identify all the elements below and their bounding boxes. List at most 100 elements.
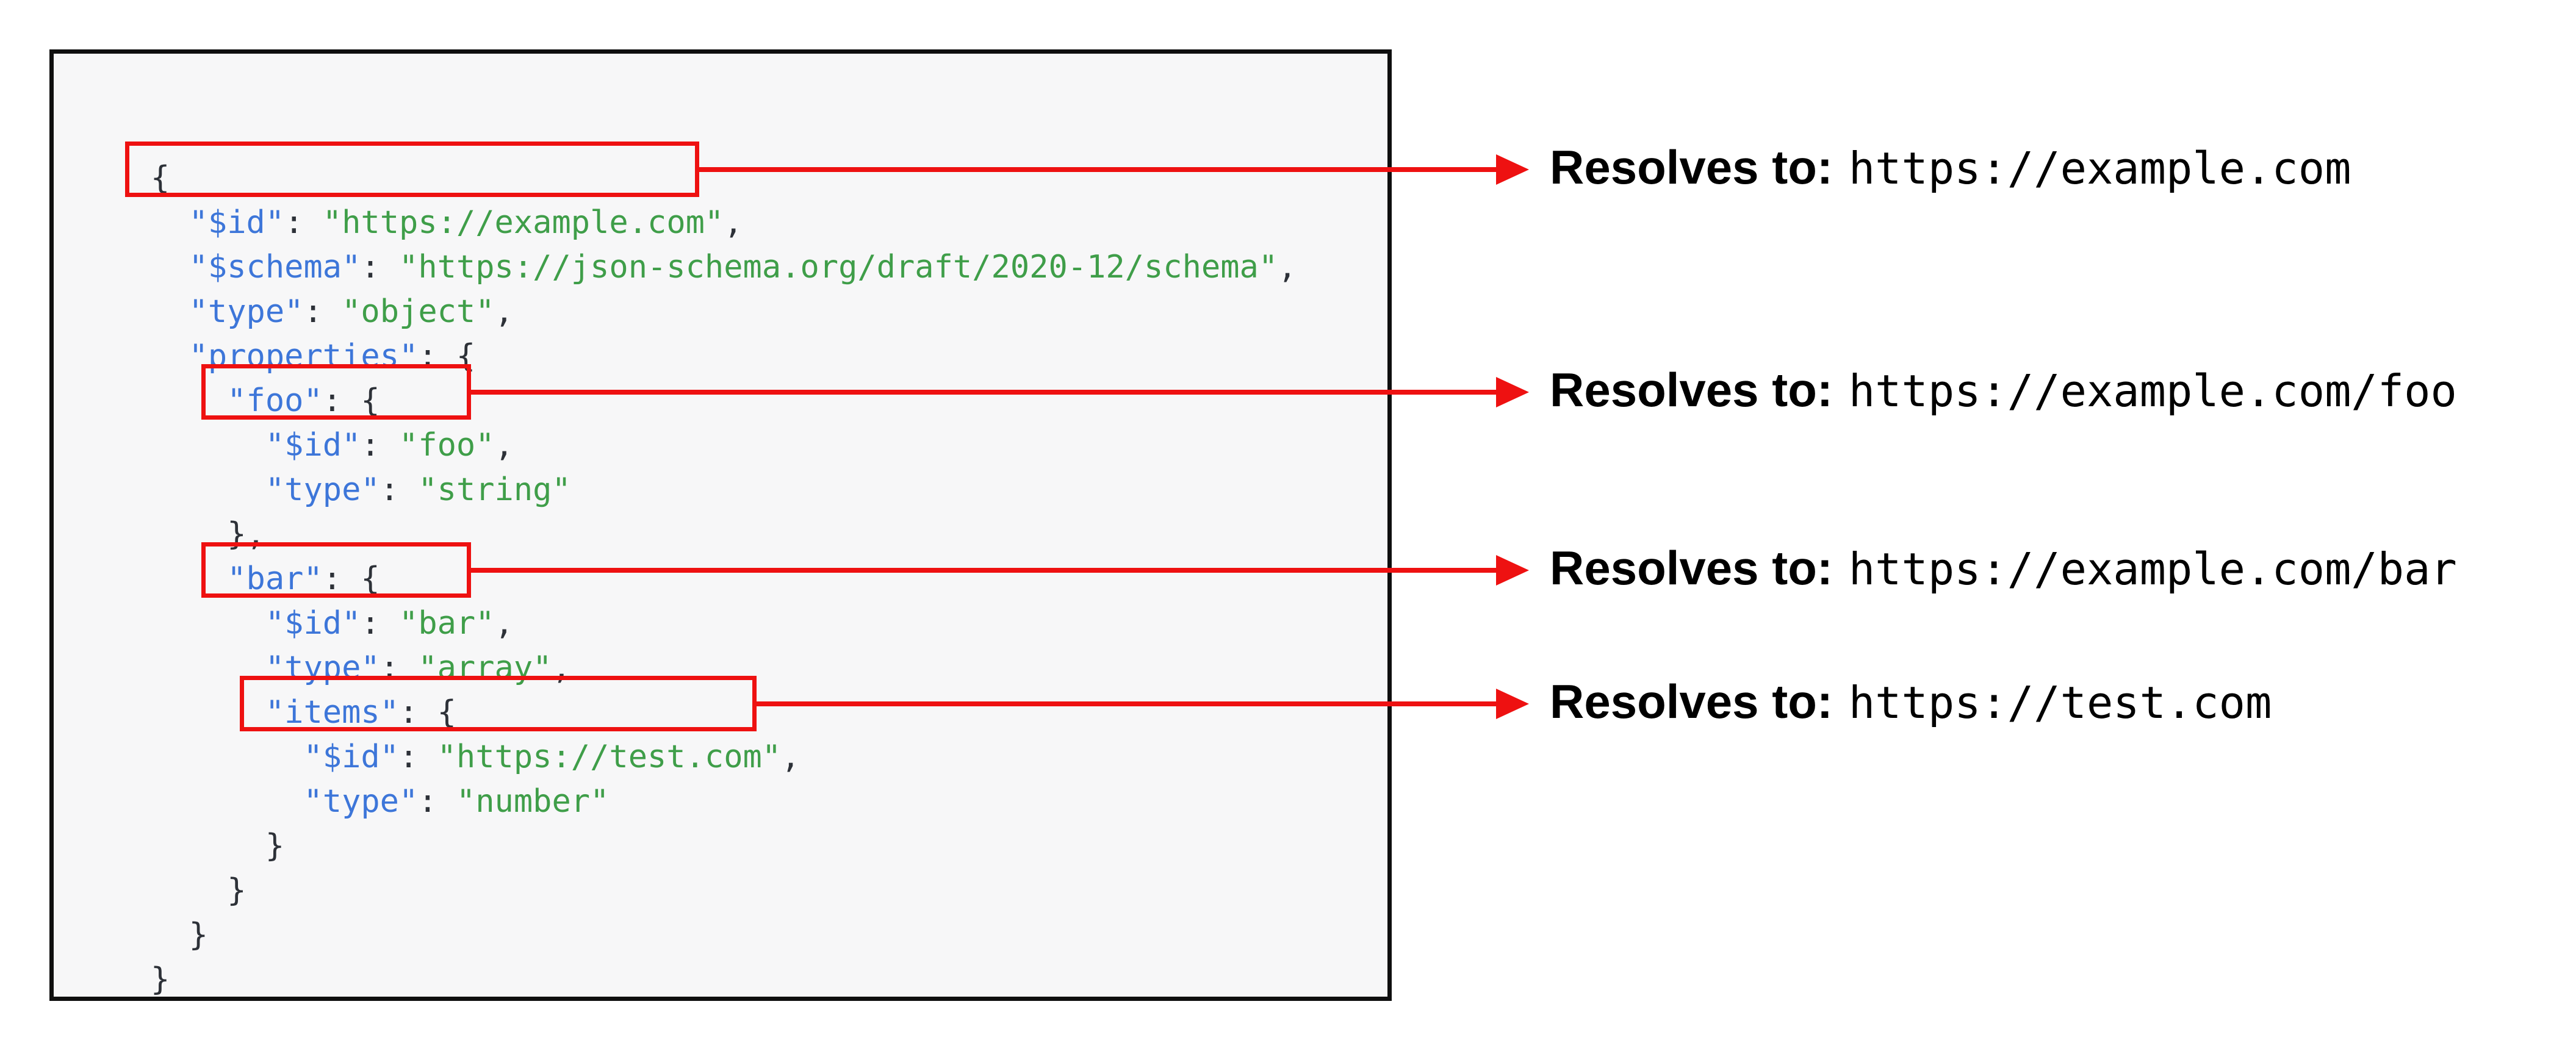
code-token: "foo" [227,382,323,419]
code-token: : [418,783,456,820]
arrow-connector [755,701,1497,706]
code-token: , [494,293,514,330]
code-token: "array" [418,650,552,686]
code-token: , [552,650,571,686]
code-token: , [1278,249,1297,285]
code-token: "https://json-schema.org/draft/2020-12/s… [399,249,1278,285]
code-token: : [361,249,400,285]
resolves-annotation: Resolves to: https://test.com [1550,673,2272,729]
resolves-annotation: Resolves to: https://example.com/bar [1550,540,2457,595]
code-token: : [399,739,437,775]
id-highlight-box [239,676,757,731]
arrow-head-icon [1496,688,1529,719]
code-panel: { "$id": "https://example.com", "$schema… [49,49,1392,1001]
code-token: "type" [303,783,419,820]
code-token: : { [418,338,476,375]
code-token: : { [399,694,456,731]
code-line: { [151,156,1297,201]
resolves-url: https://example.com [1848,142,2351,194]
arrow-head-icon [1496,554,1529,586]
code-token: }, [151,516,265,553]
code-token: : [380,471,419,508]
code-token [151,783,303,820]
resolves-url: https://test.com [1848,676,2272,728]
code-token: : [361,427,400,464]
code-line: "type": "string" [151,468,1297,512]
code-token [151,338,189,375]
code-token: , [494,605,514,642]
code-token: : { [322,382,380,419]
code-token: "items" [265,694,399,731]
code-token: "$id" [303,739,399,775]
code-token: "string" [418,471,571,508]
code-line: } [151,824,1297,869]
code-token: : { [322,561,380,597]
code-line: "foo": { [151,379,1297,423]
code-token [151,427,265,464]
resolves-annotation: Resolves to: https://example.com [1550,139,2351,195]
resolves-url: https://example.com/bar [1848,543,2457,595]
resolves-label: Resolves to: [1550,362,1833,417]
code-token: "number" [456,783,610,820]
code-token: "properties" [189,338,419,375]
code-token: "bar" [227,561,323,597]
code-token: , [494,427,514,464]
code-token: "https://test.com" [437,739,782,775]
code-token: "foo" [399,427,495,464]
arrow-connector [469,389,1497,395]
arrow-connector [698,167,1497,172]
code-line: "type": "array", [151,646,1297,690]
code-token: "$id" [189,204,285,241]
code-line: "type": "object", [151,290,1297,334]
resolves-label: Resolves to: [1550,674,1833,728]
code-token: } [151,961,170,998]
resolves-label: Resolves to: [1550,140,1833,194]
code-line: "properties": { [151,334,1297,379]
code-token [151,249,189,285]
code-token: "type" [189,293,304,330]
code-token [151,204,189,241]
code-token: "$id" [265,605,361,642]
code-token [151,739,303,775]
code-line: } [151,958,1297,1002]
id-highlight-box [201,364,471,420]
code-token: "$id" [265,427,361,464]
code-token: "bar" [399,605,495,642]
code-token: , [724,204,743,241]
code-token: "https://example.com" [322,204,724,241]
code-token [151,293,189,330]
code-token: : [380,650,419,686]
code-token: "object" [342,293,495,330]
code-token: } [151,917,208,953]
resolves-url: https://example.com/foo [1848,365,2457,417]
code-token: "type" [265,471,380,508]
code-line: "type": "number" [151,780,1297,824]
code-line: }, [151,512,1297,557]
code-token: { [151,160,170,196]
arrow-connector [469,567,1497,573]
arrow-head-icon [1496,376,1529,407]
code-line: "bar": { [151,557,1297,601]
code-token: "type" [265,650,380,686]
code-token: : [361,605,400,642]
code-line: "$id": "https://test.com", [151,735,1297,780]
code-token: : [284,204,323,241]
code-line: "$id": "https://example.com", [151,201,1297,245]
code-line: "$id": "foo", [151,423,1297,468]
resolves-label: Resolves to: [1550,540,1833,595]
code-token [151,605,265,642]
code-line: } [151,869,1297,913]
id-highlight-box [125,142,700,197]
arrow-head-icon [1496,154,1529,185]
code-line: } [151,913,1297,958]
code-line: "items": { [151,690,1297,735]
code-line: "$schema": "https://json-schema.org/draf… [151,245,1297,290]
id-highlight-box [201,542,471,598]
code-token [151,471,265,508]
code-token: } [151,828,285,864]
code-token: } [151,872,246,909]
code-line: "$id": "bar", [151,601,1297,646]
code-token: "$schema" [189,249,361,285]
code-token: : [303,293,342,330]
